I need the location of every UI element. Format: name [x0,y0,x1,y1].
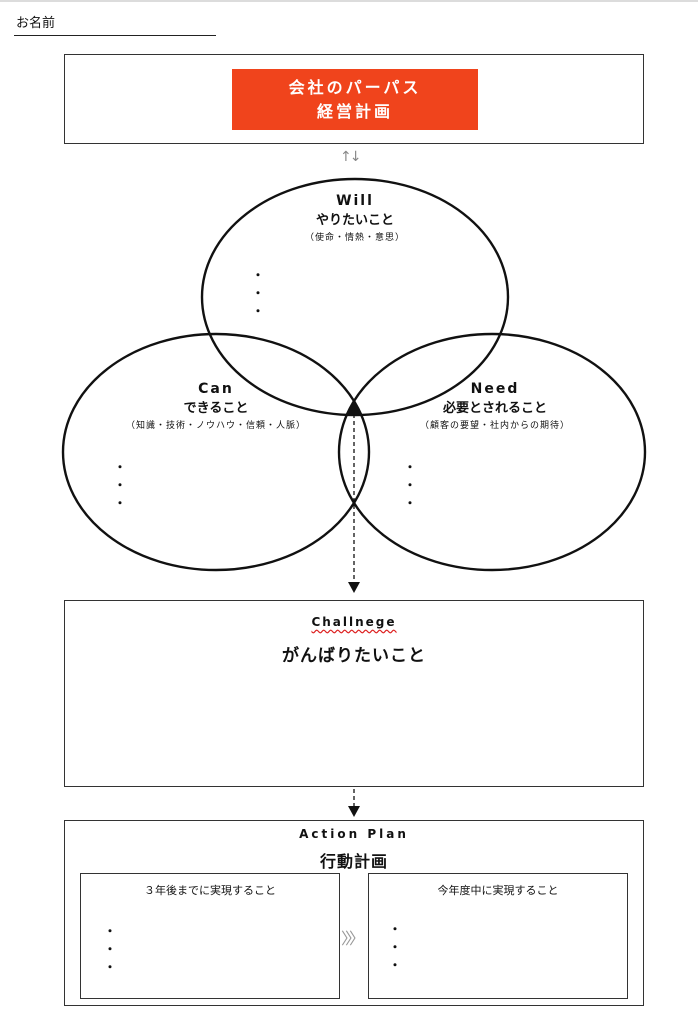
can-sub-label: （知識・技術・ノウハウ・信頼・人脈） [125,421,307,431]
challenge-title: Challnege [311,615,397,629]
need-circle [337,332,647,572]
need-sub-label: （顧客の要望・社内からの期待） [419,421,571,431]
can-label: Can [198,381,234,397]
purpose-box: 会社のパーパス 経営計画 [64,54,644,144]
can-circle [61,332,371,572]
this-year-goal-title: 今年度中に実現すること [437,884,559,897]
action-plan-title: Action Plan [299,827,409,841]
action-plan-jp-title: 行動計画 [319,852,388,871]
arrow-head-icon [348,806,360,817]
action-plan-box: Action Plan 行動計画 ３年後までに実現すること ・・・ 〉〉〉 今年… [64,820,644,1006]
purpose-banner: 会社のパーパス 経営計画 [232,69,478,130]
need-bullets: ・・・ [404,460,417,510]
challenge-box[interactable]: Challnege がんばりたいこと [64,600,644,787]
arrow-head-icon [348,582,360,593]
name-label: お名前 [16,16,56,31]
name-input-line[interactable] [14,35,216,36]
this-year-goal-box[interactable]: 今年度中に実現すること ・・・ [368,873,628,999]
up-down-arrows-icon: ↑↓ [340,149,362,165]
three-year-goal-bullets: ・・・ [104,924,117,974]
three-year-goal-title: ３年後までに実現すること [144,884,276,897]
will-jp-label: やりたいこと [315,213,395,228]
purpose-title: 会社のパーパス [288,77,422,97]
top-divider [0,0,698,2]
chevron-right-icon: 〉〉〉 [341,929,365,948]
will-sub-label: （使命・情熱・意思） [304,233,406,243]
can-bullets: ・・・ [114,460,127,510]
can-jp-label: できること [183,401,249,416]
center-intersection [346,400,362,414]
challenge-jp-title: がんばりたいこと [282,646,426,666]
will-circle [200,177,510,417]
will-label-group: Will やりたいこと （使命・情熱・意思） [305,192,405,246]
management-plan-title: 経営計画 [316,101,393,121]
need-label-group: Need 必要とされること （顧客の要望・社内からの期待） [420,380,570,434]
three-year-goal-box[interactable]: ３年後までに実現すること ・・・ [80,873,340,999]
need-jp-label: 必要とされること [442,401,548,416]
can-label-group: Can できること （知識・技術・ノウハウ・信頼・人脈） [126,380,306,434]
this-year-goal-bullets: ・・・ [389,922,402,972]
will-label: Will [336,193,374,209]
will-bullets: ・・・ [252,268,265,318]
need-label: Need [470,381,520,397]
